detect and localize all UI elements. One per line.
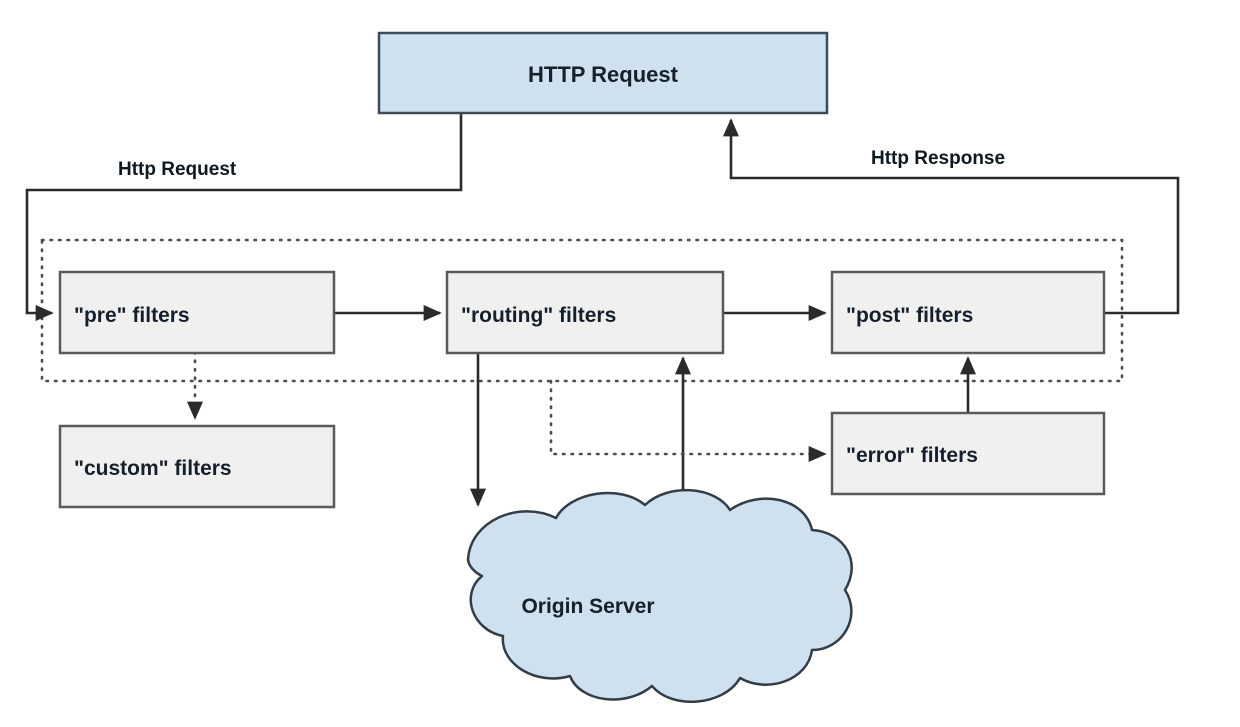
node-pre-filters[interactable]: "pre" filters xyxy=(58,270,336,355)
node-http-request[interactable]: HTTP Request xyxy=(377,31,829,115)
node-routing-filters[interactable]: "routing" filters xyxy=(445,270,725,355)
node-post-filters[interactable]: "post" filters xyxy=(830,270,1106,355)
node-http-request-label: HTTP Request xyxy=(528,62,679,87)
edge-http-request-to-pre xyxy=(25,113,463,322)
node-routing-filters-label: "routing" filters xyxy=(461,304,616,327)
edge-label-http-response: Http Response xyxy=(871,148,1005,169)
node-pre-filters-label: "pre" filters xyxy=(74,304,190,327)
node-error-filters[interactable]: "error" filters xyxy=(830,411,1106,496)
node-error-filters-label: "error" filters xyxy=(846,444,978,467)
node-origin-server-label: Origin Server xyxy=(521,595,654,618)
node-origin-server[interactable]: Origin Server xyxy=(466,488,853,703)
edge-label-http-request: Http Request xyxy=(118,159,237,180)
node-post-filters-label: "post" filters xyxy=(846,304,973,327)
edge-pipeline-to-error xyxy=(549,379,827,463)
node-custom-filters-label: "custom" filters xyxy=(74,457,232,480)
edge-post-to-http-response xyxy=(722,118,1180,315)
node-custom-filters[interactable]: "custom" filters xyxy=(58,424,336,509)
